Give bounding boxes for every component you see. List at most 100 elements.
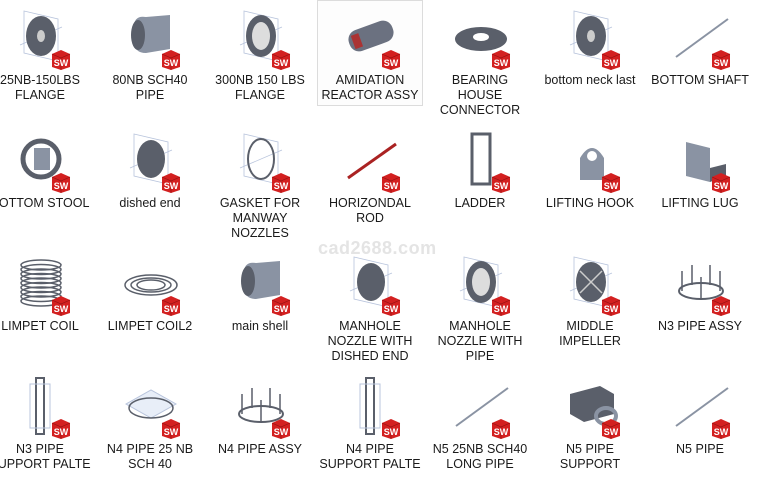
- file-name: BOTTOM SHAFT: [651, 73, 749, 87]
- solidworks-badge-icon: SW: [381, 419, 401, 439]
- svg-text:SW: SW: [164, 58, 179, 68]
- solidworks-badge-icon: SW: [601, 296, 621, 316]
- svg-text:SW: SW: [714, 304, 729, 314]
- file-name: N4 PIPE SUPPORT PALTE: [319, 442, 421, 471]
- file-item[interactable]: SW HORIZONDAL ROD: [317, 123, 423, 244]
- file-item[interactable]: SW LIMPET COIL2: [97, 246, 203, 367]
- file-item[interactable]: SW N5 PIPE SUPPORT: [537, 369, 643, 490]
- file-item[interactable]: SW N4 PIPE ASSY: [207, 369, 313, 490]
- file-item[interactable]: SW N4 PIPE SUPPORT PALTE: [317, 369, 423, 490]
- ladder-thumbnail-icon: [470, 132, 492, 186]
- solidworks-badge-icon: SW: [271, 173, 291, 193]
- file-item[interactable]: SW LIFTING LUG: [647, 123, 753, 244]
- solidworks-badge-icon: SW: [381, 173, 401, 193]
- svg-text:SW: SW: [494, 427, 509, 437]
- cage-thumbnail-icon: [238, 388, 284, 423]
- solidworks-badge-icon: SW: [711, 50, 731, 70]
- svg-text:SW: SW: [274, 58, 289, 68]
- file-name: MANHOLE NOZZLE WITH PIPE: [437, 319, 523, 363]
- file-item[interactable]: SW AMIDATION REACTOR ASSY: [317, 0, 423, 106]
- solidworks-badge-icon: SW: [601, 173, 621, 193]
- svg-text:SW: SW: [494, 304, 509, 314]
- svg-text:SW: SW: [384, 58, 399, 68]
- file-item[interactable]: SW N4 PIPE 25 NB SCH 40: [97, 369, 203, 490]
- file-name: N4 PIPE 25 NB SCH 40: [106, 442, 194, 471]
- file-item[interactable]: SW MANHOLE NOZZLE WITH DISHED END: [317, 246, 423, 367]
- file-name: GASKET FOR MANWAY NOZZLES: [219, 196, 301, 240]
- svg-text:SW: SW: [714, 181, 729, 191]
- rod-thin-thumbnail-icon: [675, 18, 729, 58]
- svg-text:SW: SW: [604, 181, 619, 191]
- dish-thumbnail-icon: [349, 256, 393, 308]
- file-name: AMIDATION REACTOR ASSY: [321, 73, 419, 102]
- stool-thumbnail-icon: [20, 138, 62, 180]
- file-item[interactable]: SW N5 PIPE: [647, 369, 753, 490]
- file-item[interactable]: SW bottom neck last: [537, 0, 643, 121]
- solidworks-badge-icon: SW: [601, 419, 621, 439]
- solidworks-badge-icon: SW: [491, 173, 511, 193]
- solidworks-badge-icon: SW: [381, 50, 401, 70]
- svg-text:SW: SW: [164, 427, 179, 437]
- solidworks-badge-icon: SW: [271, 296, 291, 316]
- file-name: bottom neck last: [544, 73, 636, 87]
- solidworks-badge-icon: SW: [711, 419, 731, 439]
- file-item[interactable]: SW N5 25NB SCH40 LONG PIPE: [427, 369, 533, 490]
- file-name: N4 PIPE ASSY: [217, 442, 303, 456]
- file-name: LIFTING LUG: [661, 196, 739, 210]
- svg-text:SW: SW: [494, 181, 509, 191]
- solidworks-badge-icon: SW: [51, 50, 71, 70]
- plate-thumbnail-icon: [29, 377, 51, 435]
- file-item[interactable]: SW 300NB 150 LBS FLANGE: [207, 0, 313, 121]
- file-item[interactable]: SW LIFTING HOOK: [537, 123, 643, 244]
- solidworks-badge-icon: SW: [51, 419, 71, 439]
- rod-red-thumbnail-icon: [347, 142, 397, 180]
- pipe-thumbnail-icon: [131, 15, 170, 53]
- file-name: BOTTOM STOOL: [0, 196, 90, 210]
- file-item[interactable]: SW BOTTOM SHAFT: [647, 0, 753, 121]
- svg-text:SW: SW: [604, 304, 619, 314]
- svg-text:SW: SW: [384, 304, 399, 314]
- file-name: MANHOLE NOZZLE WITH DISHED END: [327, 319, 413, 363]
- solidworks-badge-icon: SW: [271, 419, 291, 439]
- file-name: LIMPET COIL2: [107, 319, 193, 333]
- file-name: N5 25NB SCH40 LONG PIPE: [432, 442, 528, 471]
- file-item[interactable]: SW LADDER: [427, 123, 533, 244]
- file-item[interactable]: SW MANHOLE NOZZLE WITH PIPE: [427, 246, 533, 367]
- solidworks-badge-icon: SW: [601, 50, 621, 70]
- coil-flat-thumbnail-icon: [124, 274, 178, 296]
- rod-thin-thumbnail-icon: [675, 387, 729, 427]
- svg-text:SW: SW: [54, 181, 69, 191]
- svg-text:SW: SW: [274, 427, 289, 437]
- ring-box-thumbnail-icon: [124, 389, 178, 419]
- reactor-thumbnail-icon: [348, 20, 394, 52]
- svg-text:SW: SW: [164, 304, 179, 314]
- file-item[interactable]: SW main shell: [207, 246, 313, 367]
- file-name: LADDER: [454, 196, 506, 210]
- file-name: main shell: [231, 319, 289, 333]
- file-item[interactable]: SW 25NB-150LBS FLANGE: [0, 0, 93, 121]
- ring-thumbnail-icon: [239, 10, 283, 62]
- file-name: 25NB-150LBS FLANGE: [0, 73, 80, 102]
- flange-thumbnail-icon: [569, 10, 613, 62]
- solidworks-badge-icon: SW: [161, 419, 181, 439]
- file-name: 300NB 150 LBS FLANGE: [215, 73, 305, 102]
- file-name: N5 PIPE SUPPORT: [559, 442, 621, 471]
- file-name: N5 PIPE: [676, 442, 724, 456]
- svg-text:SW: SW: [54, 58, 69, 68]
- file-name: HORIZONDAL ROD: [329, 196, 411, 225]
- file-item[interactable]: SW GASKET FOR MANWAY NOZZLES: [207, 123, 313, 244]
- solidworks-badge-icon: SW: [271, 50, 291, 70]
- file-item[interactable]: SW BOTTOM STOOL: [0, 123, 93, 244]
- ring-thumbnail-icon: [459, 256, 503, 308]
- file-name: LIFTING HOOK: [545, 196, 635, 210]
- hook-thumbnail-icon: [580, 148, 604, 180]
- flange-thumbnail-icon: [19, 10, 63, 62]
